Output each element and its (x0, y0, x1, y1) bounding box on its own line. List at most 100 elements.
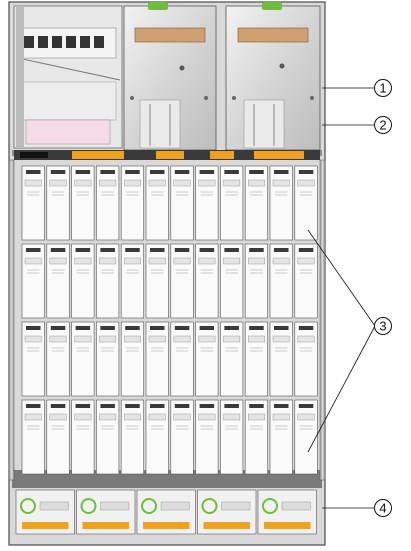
drive-latch[interactable] (24, 335, 42, 343)
psu-latch-right[interactable] (262, 2, 282, 10)
drive-latch[interactable] (173, 179, 191, 187)
fan-module[interactable] (15, 489, 75, 535)
drive-latch[interactable] (272, 179, 290, 187)
fan-module[interactable] (136, 489, 196, 535)
drive-bay[interactable] (244, 399, 268, 475)
drive-bay[interactable] (269, 321, 293, 397)
drive-bay[interactable] (96, 399, 120, 475)
drive-latch[interactable] (74, 413, 92, 421)
drive-bay[interactable] (96, 165, 120, 241)
drive-bay[interactable] (170, 321, 194, 397)
drive-latch[interactable] (24, 179, 42, 187)
fan-pull-tab[interactable] (82, 522, 130, 529)
fan-pull-tab[interactable] (264, 522, 311, 529)
drive-bay[interactable] (21, 399, 45, 475)
drive-bay[interactable] (294, 243, 318, 319)
psu-latch-left[interactable] (148, 2, 168, 10)
fan-module[interactable] (197, 489, 257, 535)
drive-latch[interactable] (99, 413, 117, 421)
drive-latch[interactable] (198, 413, 216, 421)
fan-release-ring[interactable] (262, 498, 278, 514)
drive-bay[interactable] (21, 165, 45, 241)
drive-bay[interactable] (71, 399, 95, 475)
drive-latch[interactable] (223, 335, 241, 343)
drive-latch[interactable] (74, 335, 92, 343)
drive-bay[interactable] (71, 243, 95, 319)
drive-bay[interactable] (170, 399, 194, 475)
drive-bay[interactable] (46, 165, 70, 241)
drive-bay[interactable] (269, 399, 293, 475)
drive-latch[interactable] (272, 335, 290, 343)
drive-bay[interactable] (294, 399, 318, 475)
drive-bay[interactable] (46, 243, 70, 319)
drive-latch[interactable] (198, 179, 216, 187)
drive-latch[interactable] (173, 413, 191, 421)
drive-bay[interactable] (294, 321, 318, 397)
drive-latch[interactable] (123, 335, 141, 343)
drive-latch[interactable] (24, 257, 42, 265)
drive-bay[interactable] (294, 165, 318, 241)
drive-bay[interactable] (195, 399, 219, 475)
drive-bay[interactable] (120, 399, 144, 475)
fan-module[interactable] (76, 489, 136, 535)
drive-latch[interactable] (123, 413, 141, 421)
drive-bay[interactable] (120, 321, 144, 397)
drive-latch[interactable] (148, 413, 166, 421)
drive-latch[interactable] (297, 335, 315, 343)
drive-bay[interactable] (145, 243, 169, 319)
fan-module[interactable] (257, 489, 317, 535)
drive-latch[interactable] (297, 413, 315, 421)
drive-bay[interactable] (21, 243, 45, 319)
drive-bay[interactable] (195, 321, 219, 397)
fan-pull-tab[interactable] (22, 522, 69, 529)
drive-latch[interactable] (247, 179, 265, 187)
fan-release-ring[interactable] (80, 498, 97, 514)
drive-latch[interactable] (49, 413, 67, 421)
drive-latch[interactable] (198, 257, 216, 265)
drive-bay[interactable] (244, 243, 268, 319)
drive-latch[interactable] (99, 179, 117, 187)
drive-latch[interactable] (123, 257, 141, 265)
drive-bay[interactable] (195, 243, 219, 319)
drive-bay[interactable] (46, 321, 70, 397)
drive-latch[interactable] (99, 335, 117, 343)
drive-latch[interactable] (297, 179, 315, 187)
drive-latch[interactable] (198, 335, 216, 343)
drive-latch[interactable] (148, 335, 166, 343)
drive-latch[interactable] (223, 413, 241, 421)
drive-latch[interactable] (223, 179, 241, 187)
drive-latch[interactable] (173, 257, 191, 265)
drive-latch[interactable] (148, 257, 166, 265)
drive-bay[interactable] (220, 399, 244, 475)
drive-latch[interactable] (173, 335, 191, 343)
drive-bay[interactable] (21, 321, 45, 397)
drive-latch[interactable] (49, 335, 67, 343)
drive-latch[interactable] (247, 335, 265, 343)
drive-latch[interactable] (247, 413, 265, 421)
drive-bay[interactable] (220, 165, 244, 241)
drive-bay[interactable] (71, 165, 95, 241)
drive-latch[interactable] (99, 257, 117, 265)
fan-pull-tab[interactable] (203, 522, 251, 529)
drive-latch[interactable] (148, 179, 166, 187)
drive-bay[interactable] (269, 165, 293, 241)
drive-latch[interactable] (223, 257, 241, 265)
drive-bay[interactable] (195, 165, 219, 241)
drive-bay[interactable] (220, 243, 244, 319)
drive-latch[interactable] (24, 413, 42, 421)
drive-bay[interactable] (269, 243, 293, 319)
drive-bay[interactable] (96, 321, 120, 397)
fan-release-ring[interactable] (20, 498, 36, 514)
drive-latch[interactable] (272, 413, 290, 421)
fan-pull-tab[interactable] (143, 522, 190, 529)
drive-latch[interactable] (297, 257, 315, 265)
fan-release-ring[interactable] (201, 498, 218, 514)
drive-bay[interactable] (244, 165, 268, 241)
drive-bay[interactable] (71, 321, 95, 397)
fan-release-ring[interactable] (141, 498, 157, 514)
drive-bay[interactable] (170, 243, 194, 319)
drive-bay[interactable] (120, 243, 144, 319)
drive-bay[interactable] (244, 321, 268, 397)
drive-latch[interactable] (74, 179, 92, 187)
drive-bay[interactable] (145, 399, 169, 475)
